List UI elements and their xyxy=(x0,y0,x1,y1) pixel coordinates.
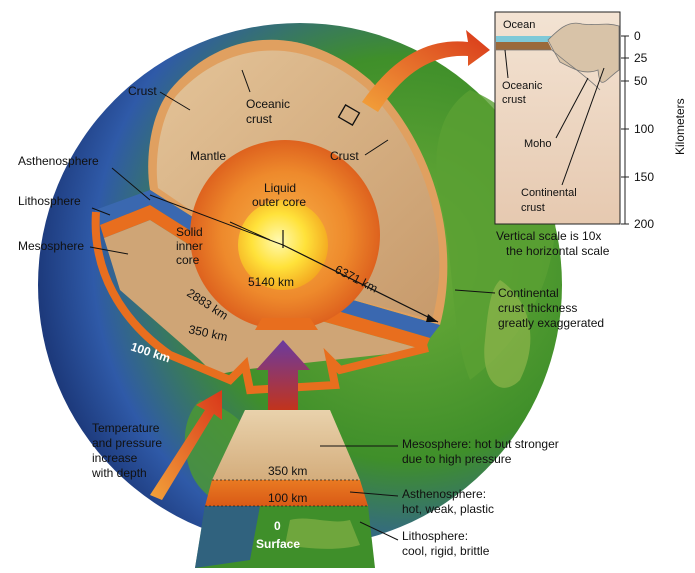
inset-oceanic-crust-label-2: crust xyxy=(502,94,526,106)
inset-ocean-label: Ocean xyxy=(503,19,535,31)
inset-tick-label: 50 xyxy=(634,74,648,88)
temp-pressure-4: with depth xyxy=(91,466,147,480)
inset-tick-label: 100 xyxy=(634,122,654,136)
solid-inner-core-label-2: inner xyxy=(176,239,203,253)
continental-note-1: Continental xyxy=(498,286,559,300)
inset-continental-label-1: Continental xyxy=(521,187,577,199)
temp-pressure-1: Temperature xyxy=(92,421,160,435)
mesosphere-desc-2: due to high pressure xyxy=(402,452,512,466)
crust-top-label: Crust xyxy=(128,84,157,98)
asthenosphere-desc-1: Asthenosphere: xyxy=(402,487,486,501)
inset-note-1: Vertical scale is 10x xyxy=(496,229,601,243)
inset-ocean xyxy=(496,36,551,42)
inset-note-2: the horizontal scale xyxy=(506,244,610,258)
lithosphere-label: Lithosphere xyxy=(18,194,81,208)
inset-tick-label: 150 xyxy=(634,170,654,184)
inset-moho-label: Moho xyxy=(524,138,552,150)
inset-continental-label-2: crust xyxy=(521,202,545,214)
oceanic-crust-label-2: crust xyxy=(246,112,273,126)
block-surface-label: Surface xyxy=(256,537,300,551)
block-0-label: 0 xyxy=(274,519,281,533)
temp-pressure-2: and pressure xyxy=(92,436,162,450)
inset-axis xyxy=(621,36,629,224)
liquid-outer-core-label-1: Liquid xyxy=(264,181,296,195)
inset-tick-label: 0 xyxy=(634,29,641,43)
continental-note-2: crust thickness xyxy=(498,301,577,315)
inset-axis-title: Kilometers xyxy=(673,98,687,155)
depth-5140-label: 5140 km xyxy=(248,275,294,289)
lithosphere-desc-1: Lithosphere: xyxy=(402,529,468,543)
block-100-label: 100 km xyxy=(268,491,307,505)
solid-inner-core-label-3: core xyxy=(176,253,200,267)
liquid-outer-core-label-2: outer core xyxy=(252,195,306,209)
asthenosphere-label: Asthenosphere xyxy=(18,154,99,168)
core-column xyxy=(255,318,318,330)
inset-oceanic-crust-label-1: Oceanic xyxy=(502,80,543,92)
block-350-label: 350 km xyxy=(268,464,307,478)
crust-right-label: Crust xyxy=(330,149,359,163)
lithosphere-desc-2: cool, rigid, brittle xyxy=(402,544,490,558)
inset-oceanic-crust xyxy=(496,42,552,50)
asthenosphere-desc-2: hot, weak, plastic xyxy=(402,502,494,516)
temp-pressure-3: increase xyxy=(92,451,138,465)
continental-note-3: greatly exaggerated xyxy=(498,316,604,330)
mesosphere-desc-1: Mesosphere: hot but stronger xyxy=(402,437,559,451)
inset-tick-label: 25 xyxy=(634,51,648,65)
mesosphere-label: Mesosphere xyxy=(18,239,84,253)
mantle-label: Mantle xyxy=(190,149,226,163)
oceanic-crust-label-1: Oceanic xyxy=(246,97,290,111)
inset-tick-label: 200 xyxy=(634,217,654,231)
solid-inner-core-label-1: Solid xyxy=(176,225,203,239)
